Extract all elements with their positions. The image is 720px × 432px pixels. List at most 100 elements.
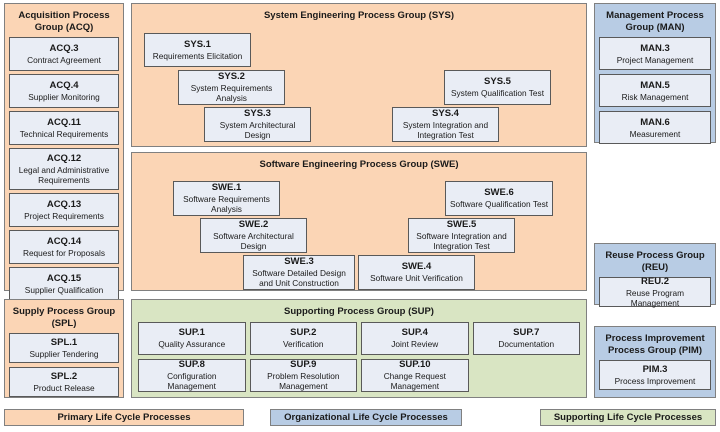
process-id: SYS.1: [184, 38, 211, 50]
process-name: Requirements Elicitation: [152, 50, 243, 61]
process-id: MAN.3: [640, 42, 670, 54]
process-box-sup-10[interactable]: SUP.10 Change Request Management: [361, 358, 469, 392]
process-id: SUP.8: [178, 359, 205, 370]
group-title-reu: Reuse Process Group (REU): [605, 250, 705, 273]
process-box-acq-12[interactable]: ACQ.12 Legal and Administrative Requirem…: [9, 148, 119, 190]
process-id: SWE.3: [284, 256, 314, 267]
process-id: SYS.4: [432, 108, 459, 119]
process-box-sup-2[interactable]: SUP.2 Verification: [249, 321, 357, 355]
process-box-swe-6[interactable]: SWE.6 Software Qualification Test: [445, 180, 553, 216]
process-name: Verification: [282, 339, 324, 349]
process-name: Software Detailed Design and Unit Constr…: [252, 268, 346, 288]
process-box-acq-15[interactable]: ACQ.15 Supplier Qualification: [9, 267, 119, 301]
process-id: SUP.4: [401, 327, 428, 338]
process-name: System Requirements Analysis: [190, 83, 273, 103]
process-box-sup-9[interactable]: SUP.9 Problem Resolution Management: [249, 358, 358, 392]
process-box-acq-13[interactable]: ACQ.13 Project Requirements: [9, 193, 119, 227]
process-box-man-3[interactable]: MAN.3 Project Management: [599, 37, 711, 70]
process-name: Request for Proposals: [22, 248, 106, 258]
process-id: SUP.1: [178, 327, 205, 338]
process-box-man-6[interactable]: MAN.6 Measurement: [599, 111, 711, 144]
group-reuse: Reuse Process Group (REU) REU.2 Reuse Pr…: [594, 243, 716, 308]
process-name: Change Request Management: [383, 371, 446, 391]
group-supply: Supply Process Group (SPL) SPL.1 Supplie…: [4, 299, 124, 398]
process-id: ACQ.3: [49, 43, 79, 54]
process-box-swe-4[interactable]: SWE.4 Software Unit Verification: [358, 254, 475, 290]
process-box-pim-3[interactable]: PIM.3 Process Improvement: [599, 360, 711, 390]
process-name: Software Unit Verification: [370, 273, 463, 283]
process-box-swe-5[interactable]: SWE.5 Software Integration and Integrati…: [408, 217, 515, 253]
process-box-spl-2[interactable]: SPL.2 Product Release: [9, 367, 119, 397]
process-id: SWE.4: [401, 261, 432, 272]
process-box-reu-2[interactable]: REU.2 Reuse Program Management: [599, 276, 711, 308]
process-id: SYS.2: [218, 71, 245, 82]
process-name: Risk Management: [621, 91, 689, 102]
process-name: Product Release: [33, 383, 95, 393]
process-id: MAN.6: [640, 116, 670, 128]
process-name: Software Qualification Test: [449, 199, 549, 209]
process-box-acq-3[interactable]: ACQ.3 Contract Agreement: [9, 37, 119, 71]
process-id: ACQ.13: [46, 199, 82, 210]
group-title-man: Management Process Group (MAN): [606, 10, 704, 33]
process-id: SWE.6: [484, 187, 514, 198]
process-id: SUP.10: [399, 359, 431, 370]
process-id: SYS.3: [244, 108, 271, 119]
process-name: Problem Resolution Management: [267, 371, 340, 391]
group-title-sup: Supporting Process Group (SUP): [284, 306, 434, 317]
group-supporting: Supporting Process Group (SUP) SUP.1 Qua…: [131, 299, 587, 398]
sup-row-spacer: [473, 359, 580, 392]
process-box-sup-1[interactable]: SUP.1 Quality Assurance: [138, 321, 246, 355]
process-name: Joint Review: [391, 339, 439, 349]
process-id: ACQ.15: [46, 273, 82, 284]
legend-primary-life-cycle: Primary Life Cycle Processes: [4, 409, 244, 426]
process-box-sys-3[interactable]: SYS.3 System Architectural Design: [204, 106, 311, 142]
process-id: SPL.1: [50, 337, 78, 348]
process-name: Reuse Program Management: [625, 288, 685, 308]
process-name: Process Improvement: [614, 376, 696, 386]
process-name: System Architectural Design: [219, 120, 296, 140]
process-id: SYS.5: [484, 76, 511, 87]
process-box-sup-7[interactable]: SUP.7 Documentation: [472, 321, 580, 355]
process-name: Measurement: [629, 128, 681, 139]
process-box-man-5[interactable]: MAN.5 Risk Management: [599, 74, 711, 107]
process-box-sys-2[interactable]: SYS.2 System Requirements Analysis: [178, 69, 285, 105]
process-id: SUP.9: [290, 359, 317, 370]
process-box-sys-1[interactable]: SYS.1 Requirements Elicitation: [144, 32, 251, 67]
process-box-acq-4[interactable]: ACQ.4 Supplier Monitoring: [9, 74, 119, 108]
process-id: SWE.5: [446, 219, 477, 230]
process-box-swe-3[interactable]: SWE.3 Software Detailed Design and Unit …: [243, 254, 355, 290]
process-id: SWE.2: [238, 219, 269, 230]
group-title-spl: Supply Process Group (SPL): [12, 306, 116, 329]
process-box-acq-14[interactable]: ACQ.14 Request for Proposals: [9, 230, 119, 264]
process-box-acq-11[interactable]: ACQ.11 Technical Requirements: [9, 111, 119, 145]
process-name: Project Requirements: [24, 211, 104, 221]
process-box-sys-5[interactable]: SYS.5 System Qualification Test: [444, 69, 551, 105]
group-system-engineering: System Engineering Process Group (SYS) S…: [131, 3, 587, 147]
process-name: System Integration and Integration Test: [402, 120, 489, 140]
process-box-spl-1[interactable]: SPL.1 Supplier Tendering: [9, 333, 119, 363]
process-box-sup-8[interactable]: SUP.8 Configuration Management: [138, 358, 246, 392]
process-name: Supplier Monitoring: [28, 92, 100, 102]
process-name: Contract Agreement: [27, 55, 101, 65]
group-acquisition: Acquisition Process Group (ACQ) ACQ.3 Co…: [4, 3, 124, 301]
group-title-sys: System Engineering Process Group (SYS): [263, 10, 455, 21]
process-box-swe-2[interactable]: SWE.2 Software Architectural Design: [200, 217, 307, 253]
process-box-sup-4[interactable]: SUP.4 Joint Review: [361, 321, 469, 355]
process-id: ACQ.11: [47, 117, 81, 128]
process-name: Software Integration and Integration Tes…: [416, 231, 507, 251]
process-box-sys-4[interactable]: SYS.4 System Integration and Integration…: [392, 106, 499, 142]
process-name: Documentation: [498, 339, 555, 349]
process-name: System Qualification Test: [451, 88, 544, 98]
process-id: SUP.7: [513, 327, 540, 338]
process-box-swe-1[interactable]: SWE.1 Software Requirements Analysis: [173, 180, 280, 216]
process-id: ACQ.12: [46, 153, 82, 164]
process-id: ACQ.14: [46, 236, 82, 247]
group-process-improvement: Process Improvement Process Group (PIM) …: [594, 326, 716, 398]
process-name: Technical Requirements: [19, 129, 109, 139]
process-id: SWE.1: [211, 182, 242, 193]
process-id: ACQ.4: [49, 80, 79, 91]
group-title-pim: Process Improvement Process Group (PIM): [605, 333, 705, 356]
group-software-engineering: Software Engineering Process Group (SWE)…: [131, 152, 587, 291]
legend-organizational-life-cycle: Organizational Life Cycle Processes: [270, 409, 462, 426]
